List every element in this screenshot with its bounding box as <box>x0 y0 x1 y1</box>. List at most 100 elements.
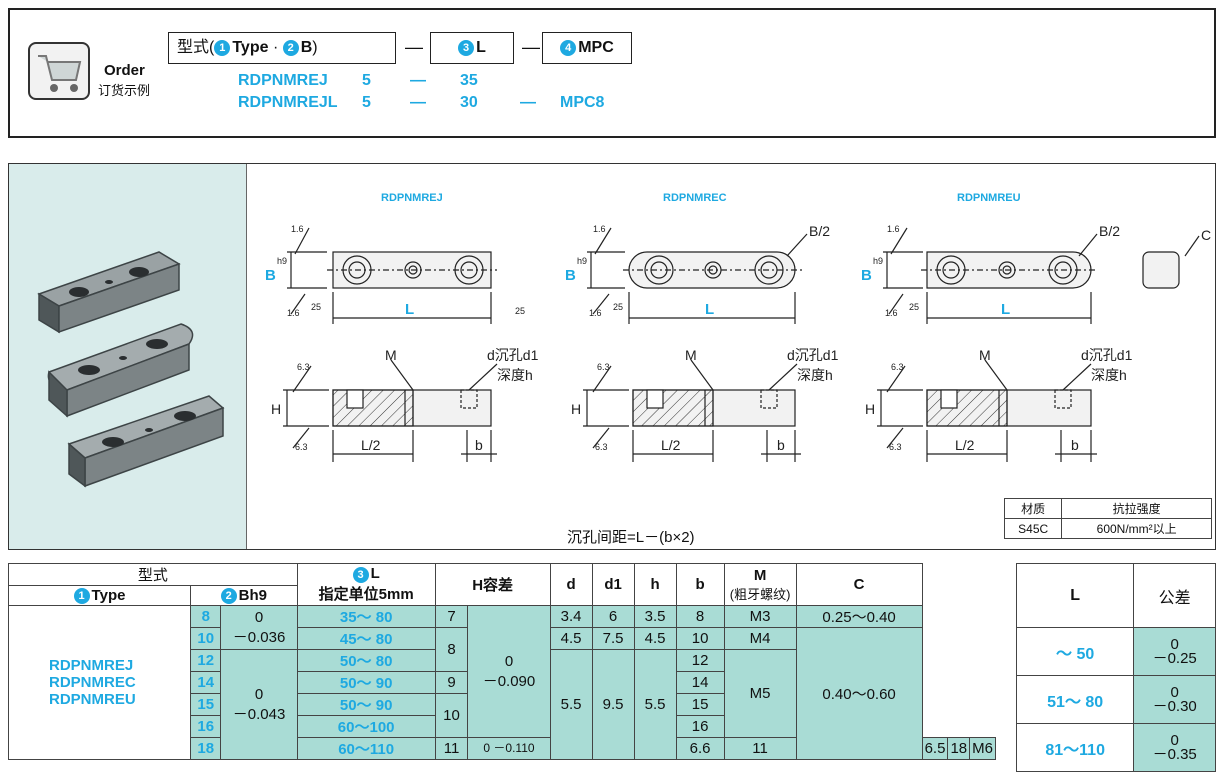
h9-label: h9 <box>873 256 883 266</box>
dash: — <box>405 37 423 57</box>
dash: — <box>522 37 540 57</box>
counterbore-label: d沉孔d1 <box>787 347 839 363</box>
table-row: 16 60～100 16 <box>9 715 996 738</box>
table-row: 51～ 80 0－0.30 <box>1015 675 1216 724</box>
col-model: 型式 <box>8 563 298 586</box>
tol-upper: 0 <box>1170 635 1179 653</box>
d-value: 6.6 <box>675 737 725 760</box>
d1-value: 9.5 <box>591 649 635 760</box>
dash: — <box>410 72 426 89</box>
fig-title-rdpnmreu: RDPNMREU <box>957 192 1021 204</box>
m-label: M <box>979 347 991 363</box>
col-l-text: L <box>370 565 380 583</box>
roughness-label: 6.3 <box>891 362 904 372</box>
m-value: M6 <box>969 737 996 760</box>
hh-value: 4.5 <box>633 627 677 650</box>
h-dim-label: H <box>271 401 281 417</box>
l-half-label: L/2 <box>361 437 381 453</box>
tag-l-text: L <box>476 39 486 56</box>
bb-value: 15 <box>675 693 725 716</box>
tag-suffix: ) <box>312 39 318 56</box>
length-tolerance-table: L 公差 ～ 50 0－0.25 51～ 80 0－0.30 81～110 0－… <box>1015 563 1216 772</box>
d-value: 5.5 <box>549 649 593 760</box>
d1-value: 11 <box>723 737 797 760</box>
table-row: 81～110 0－0.35 <box>1015 723 1216 772</box>
l-value: 60～100 <box>296 715 436 738</box>
material-table: 材质 抗拉强度 S45C 600N/mm²以上 <box>1003 498 1212 539</box>
bb-value: 14 <box>675 671 725 694</box>
l-range: 51～ 80 <box>1015 675 1135 724</box>
d1-value: 6 <box>591 605 635 628</box>
roughness-label: 1.6 <box>287 308 300 318</box>
table-row: ～ 50 0－0.25 <box>1015 627 1216 676</box>
tol-lower: －0.25 <box>1152 649 1197 667</box>
col-htol: H容差 <box>434 563 551 606</box>
col-h: h <box>633 563 677 606</box>
b-dim-label: b <box>1071 437 1079 453</box>
num-3-icon: 3 <box>458 39 475 56</box>
angle-label: 25 <box>613 302 623 312</box>
bb-value: 8 <box>675 605 725 628</box>
roughness-label: 6.3 <box>297 362 310 372</box>
tag-b: B <box>300 39 313 56</box>
b-tol-upper: 0 <box>254 685 264 703</box>
l-dim-label: L <box>405 301 414 318</box>
h-tol-lower: －0.090 <box>482 672 536 690</box>
b-half-label: B/2 <box>809 223 830 239</box>
l-value: 45～ 80 <box>296 627 436 650</box>
b-dim-label-vert: B <box>265 267 276 284</box>
product-photo <box>9 164 247 549</box>
b-tol-lower: －0.036 <box>232 628 286 646</box>
col-m: M (粗牙螺纹) <box>723 563 797 606</box>
h-tol: 0 －0.110 <box>467 737 551 760</box>
hh-value: 6.5 <box>921 737 949 760</box>
tensile-header: 抗拉强度 <box>1061 498 1212 519</box>
tag-prefix: 型式( <box>177 39 215 56</box>
l-dim-label: L <box>1001 301 1010 318</box>
table-row: 14 50～ 90 9 14 <box>9 671 996 694</box>
order-row2-type: RDPNMREJL <box>238 94 338 111</box>
angle-label: 25 <box>909 302 919 312</box>
fig-title-rdpnmrej: RDPNMREJ <box>381 192 443 204</box>
l-value: 35～ 80 <box>296 605 436 628</box>
dash: — <box>410 94 426 111</box>
num-1-icon: 1 <box>73 588 90 605</box>
h-tol-upper: 0 <box>504 652 514 670</box>
b-tol: 0－0.043 <box>220 649 298 760</box>
m-label: M <box>385 347 397 363</box>
col-d1: d1 <box>591 563 635 606</box>
type-list: RDPNMREJ RDPNMREC RDPNMREU <box>8 605 191 760</box>
b-dim-label-vert: B <box>861 267 872 284</box>
m-value: M5 <box>723 649 797 738</box>
col-m-sub: (粗牙螺纹) <box>729 586 791 602</box>
col-l: L <box>1015 563 1135 628</box>
h-dim-label: H <box>865 401 875 417</box>
tol-upper: 0 <box>1170 683 1179 701</box>
tag-mpc-text: MPC <box>578 39 614 56</box>
l-range: ～ 50 <box>1015 627 1135 676</box>
l-value: 50～ 90 <box>296 671 436 694</box>
m-value: M3 <box>723 605 797 628</box>
table-row: 18 60～110 11 0 －0.110 6.6 11 6.5 18 M6 <box>9 737 996 760</box>
h-value: 7 <box>434 605 469 628</box>
dash: — <box>520 94 536 111</box>
l-value: 50～ 90 <box>296 693 436 716</box>
type-rdpnmrec: RDPNMREC <box>49 674 136 691</box>
type-rdpnmrej: RDPNMREJ <box>49 657 134 674</box>
order-row2-b: 5 <box>362 94 371 111</box>
l-value: 50～ 80 <box>296 649 436 672</box>
b-tol-upper: 0 <box>254 608 264 626</box>
d-value: 4.5 <box>549 627 593 650</box>
tol-upper: 0 <box>1170 731 1179 749</box>
m-label: M <box>685 347 697 363</box>
h-value: 10 <box>434 693 469 738</box>
num-1-icon: 1 <box>214 39 231 56</box>
l-half-label: L/2 <box>955 437 975 453</box>
cart-icon <box>28 42 90 100</box>
h9-label: h9 <box>577 256 587 266</box>
